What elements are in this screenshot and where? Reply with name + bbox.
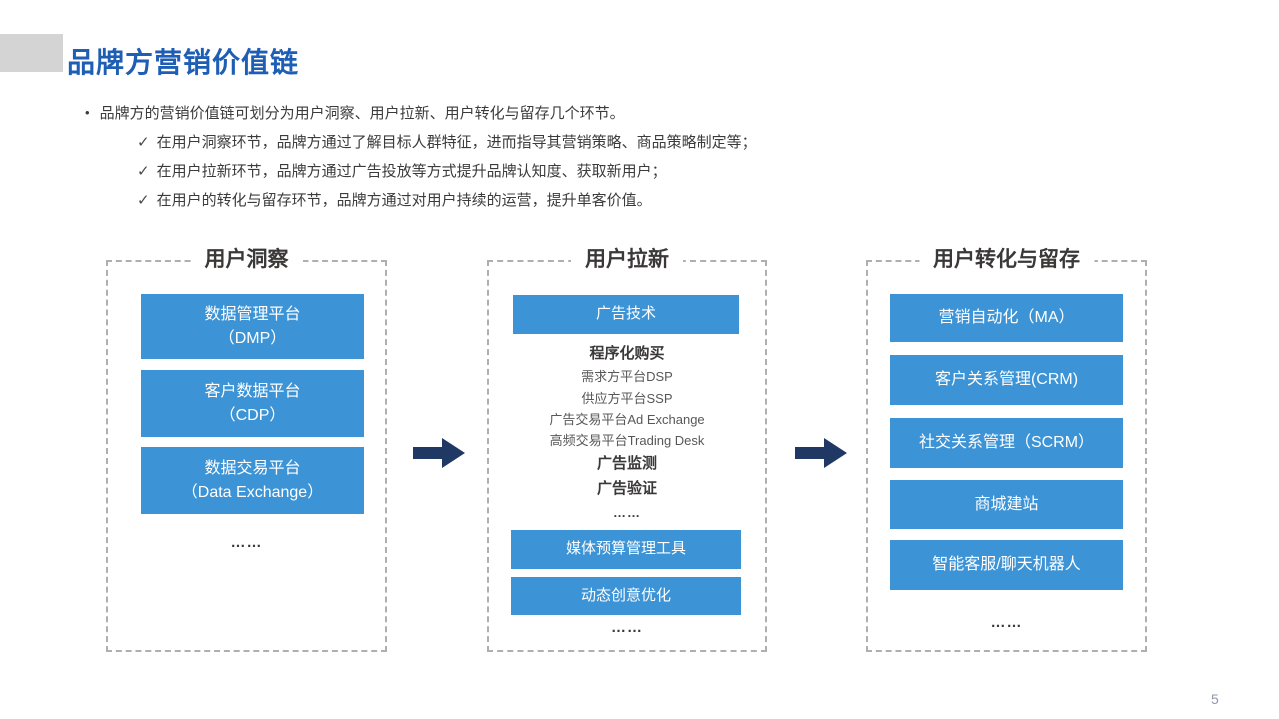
box-marketing-automation: 营销自动化（MA） (890, 294, 1123, 342)
label-trading-desk: 高频交易平台Trading Desk (549, 433, 705, 448)
box-label-line: 营销自动化（MA） (938, 309, 1075, 326)
column-user-insight: 用户洞察 数据管理平台 （DMP） 客户数据平台 （CDP） 数据交易平台 （D… (106, 244, 387, 652)
check-icon: ✓ (137, 192, 150, 209)
ellipsis-more: …… (990, 614, 1023, 631)
box-dmp: 数据管理平台 （DMP） (141, 294, 364, 359)
box-data-exchange: 数据交易平台 （Data Exchange） (141, 447, 364, 514)
page-title: 品牌方营销价值链 (67, 47, 300, 78)
label-programmatic-buying: 程序化购买 (589, 345, 665, 362)
box-label-line: 客户数据平台 (204, 382, 301, 400)
box-label-line: 广告技术 (595, 305, 656, 323)
arrow-right-icon (795, 438, 847, 468)
intro-point-text: 在用户的转化与留存环节，品牌方通过对用户持续的运营，提升单客价值。 (156, 192, 652, 209)
bullet-icon: • (85, 105, 90, 120)
box-label-line: 媒体预算管理工具 (565, 540, 686, 558)
label-ssp: 供应方平台SSP (581, 391, 673, 406)
box-label-line: 客户关系管理(CRM) (934, 371, 1079, 388)
page-number: 5 (1211, 691, 1219, 707)
intro-point-insight: ✓ 在用户洞察环节，品牌方通过了解目标人群特征，进而指导其营销策略、商品策略制定等… (137, 131, 757, 152)
title-accent-bar (0, 34, 63, 72)
box-label-line: 数据交易平台 (204, 459, 301, 477)
box-label-line: 商城建站 (974, 495, 1039, 513)
arrow-right-icon (413, 438, 465, 468)
label-ad-verification: 广告验证 (596, 480, 657, 497)
box-label-line: （CDP） (219, 406, 286, 424)
column-header: 用户转化与留存 (919, 244, 1094, 276)
column-user-acquisition: 用户拉新 广告技术 程序化购买 需求方平台DSP 供应方平台SSP 广告交易平台… (487, 244, 767, 652)
box-dynamic-creative: 动态创意优化 (511, 577, 741, 615)
box-mall-builder: 商城建站 (890, 480, 1123, 529)
label-dsp: 需求方平台DSP (581, 369, 673, 384)
box-label-line: （DMP） (218, 329, 287, 347)
column-header: 用户拉新 (571, 244, 683, 276)
column-header: 用户洞察 (190, 244, 303, 276)
box-label-line: 数据管理平台 (204, 305, 301, 323)
box-label-line: 社交关系管理（SCRM） (918, 434, 1095, 451)
check-icon: ✓ (137, 163, 150, 180)
box-crm: 客户关系管理(CRM) (890, 355, 1123, 405)
intro-lead-line: • 品牌方的营销价值链可划分为用户洞察、用户拉新、用户转化与留存几个环节。 (85, 102, 625, 123)
box-chatbot: 智能客服/聊天机器人 (890, 540, 1123, 590)
column-conversion-retention: 用户转化与留存 营销自动化（MA） 客户关系管理(CRM) 社交关系管理（SCR… (866, 244, 1147, 652)
label-ad-exchange: 广告交易平台Ad Exchange (549, 412, 705, 427)
intro-point-text: 在用户洞察环节，品牌方通过了解目标人群特征，进而指导其营销策略、商品策略制定等； (156, 134, 757, 151)
box-label-line: 动态创意优化 (580, 586, 671, 604)
intro-lead-text: 品牌方的营销价值链可划分为用户洞察、用户拉新、用户转化与留存几个环节。 (99, 105, 625, 122)
box-media-budget-tool: 媒体预算管理工具 (511, 530, 741, 569)
ellipsis-more: …… (611, 619, 643, 636)
ellipsis-more: …… (613, 505, 641, 520)
check-icon: ✓ (137, 134, 150, 151)
box-ad-tech: 广告技术 (513, 295, 739, 334)
intro-point-acquisition: ✓ 在用户拉新环节，品牌方通过广告投放等方式提升品牌认知度、获取新用户； (137, 160, 667, 181)
box-cdp: 客户数据平台 （CDP） (141, 370, 364, 437)
intro-point-text: 在用户拉新环节，品牌方通过广告投放等方式提升品牌认知度、获取新用户； (156, 163, 667, 180)
intro-point-retention: ✓ 在用户的转化与留存环节，品牌方通过对用户持续的运营，提升单客价值。 (137, 189, 652, 210)
box-label-line: （Data Exchange） (181, 483, 324, 501)
ellipsis-more: …… (230, 534, 263, 551)
box-scrm: 社交关系管理（SCRM） (890, 418, 1123, 468)
box-label-line: 智能客服/聊天机器人 (932, 556, 1081, 573)
label-ad-monitoring: 广告监测 (596, 455, 657, 472)
